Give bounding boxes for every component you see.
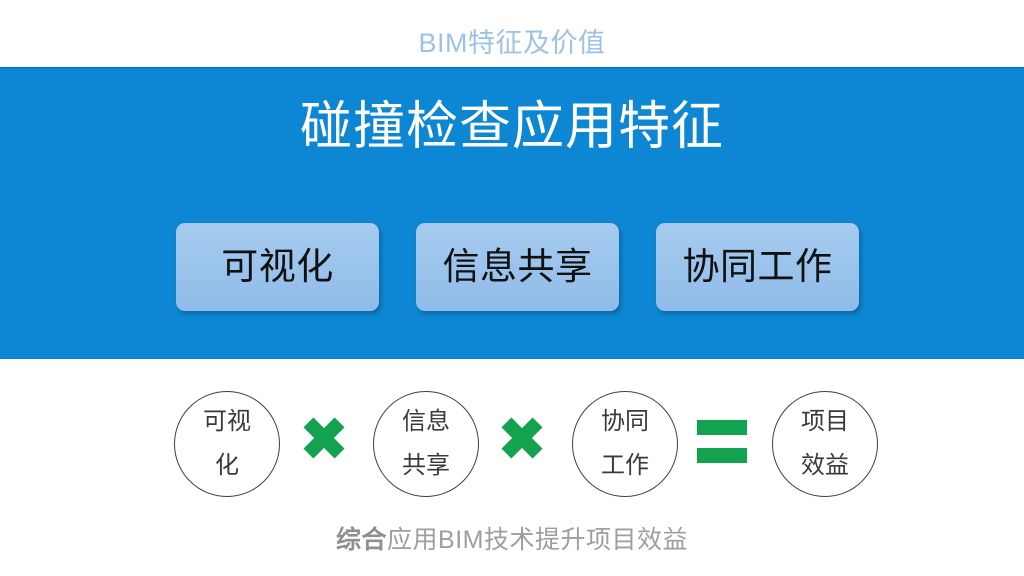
equation-circle-information-sharing: 信息 共享 [373, 391, 479, 497]
feature-box-label: 协同工作 [682, 246, 833, 287]
equation-row: 可视 化 信息 共享 协同 工作 项目 效益 [0, 390, 1024, 502]
circle-line-2: 共享 [402, 452, 450, 479]
circle-line-1: 可视 [203, 408, 251, 435]
multiply-icon [302, 416, 346, 460]
feature-box-information-sharing[interactable]: 信息共享 [416, 223, 619, 311]
caption-bold-prefix: 综合 [336, 526, 388, 554]
circle-line-1: 项目 [801, 408, 849, 435]
banner-heading: 碰撞检查应用特征 [299, 98, 724, 156]
bottom-caption: 综合应用BIM技术提升项目效益 [0, 524, 1024, 556]
circle-line-2: 化 [215, 452, 239, 479]
circle-line-1: 信息 [402, 408, 450, 435]
caption-rest: 应用BIM技术提升项目效益 [387, 526, 688, 554]
equation-circle-visualization: 可视 化 [174, 391, 280, 497]
blue-banner: 碰撞检查应用特征 可视化 信息共享 协同工作 [0, 67, 1024, 359]
circle-line-1: 协同 [601, 408, 649, 435]
equals-bar [697, 420, 747, 435]
feature-box-label: 信息共享 [442, 246, 593, 287]
feature-box-label: 可视化 [221, 246, 334, 287]
circle-line-2: 效益 [801, 452, 849, 479]
multiply-icon [500, 416, 544, 460]
equals-icon [697, 420, 747, 463]
equals-bar [697, 448, 747, 463]
feature-box-collaborative-work[interactable]: 协同工作 [656, 223, 859, 311]
slide-title: BIM特征及价值 [418, 28, 606, 58]
circle-line-2: 工作 [601, 452, 649, 479]
feature-box-row: 可视化 信息共享 协同工作 [176, 223, 859, 313]
equation-circle-project-benefit: 项目 效益 [772, 391, 878, 497]
feature-box-visualization[interactable]: 可视化 [176, 223, 379, 311]
equation-circle-collaborative-work: 协同 工作 [572, 391, 678, 497]
